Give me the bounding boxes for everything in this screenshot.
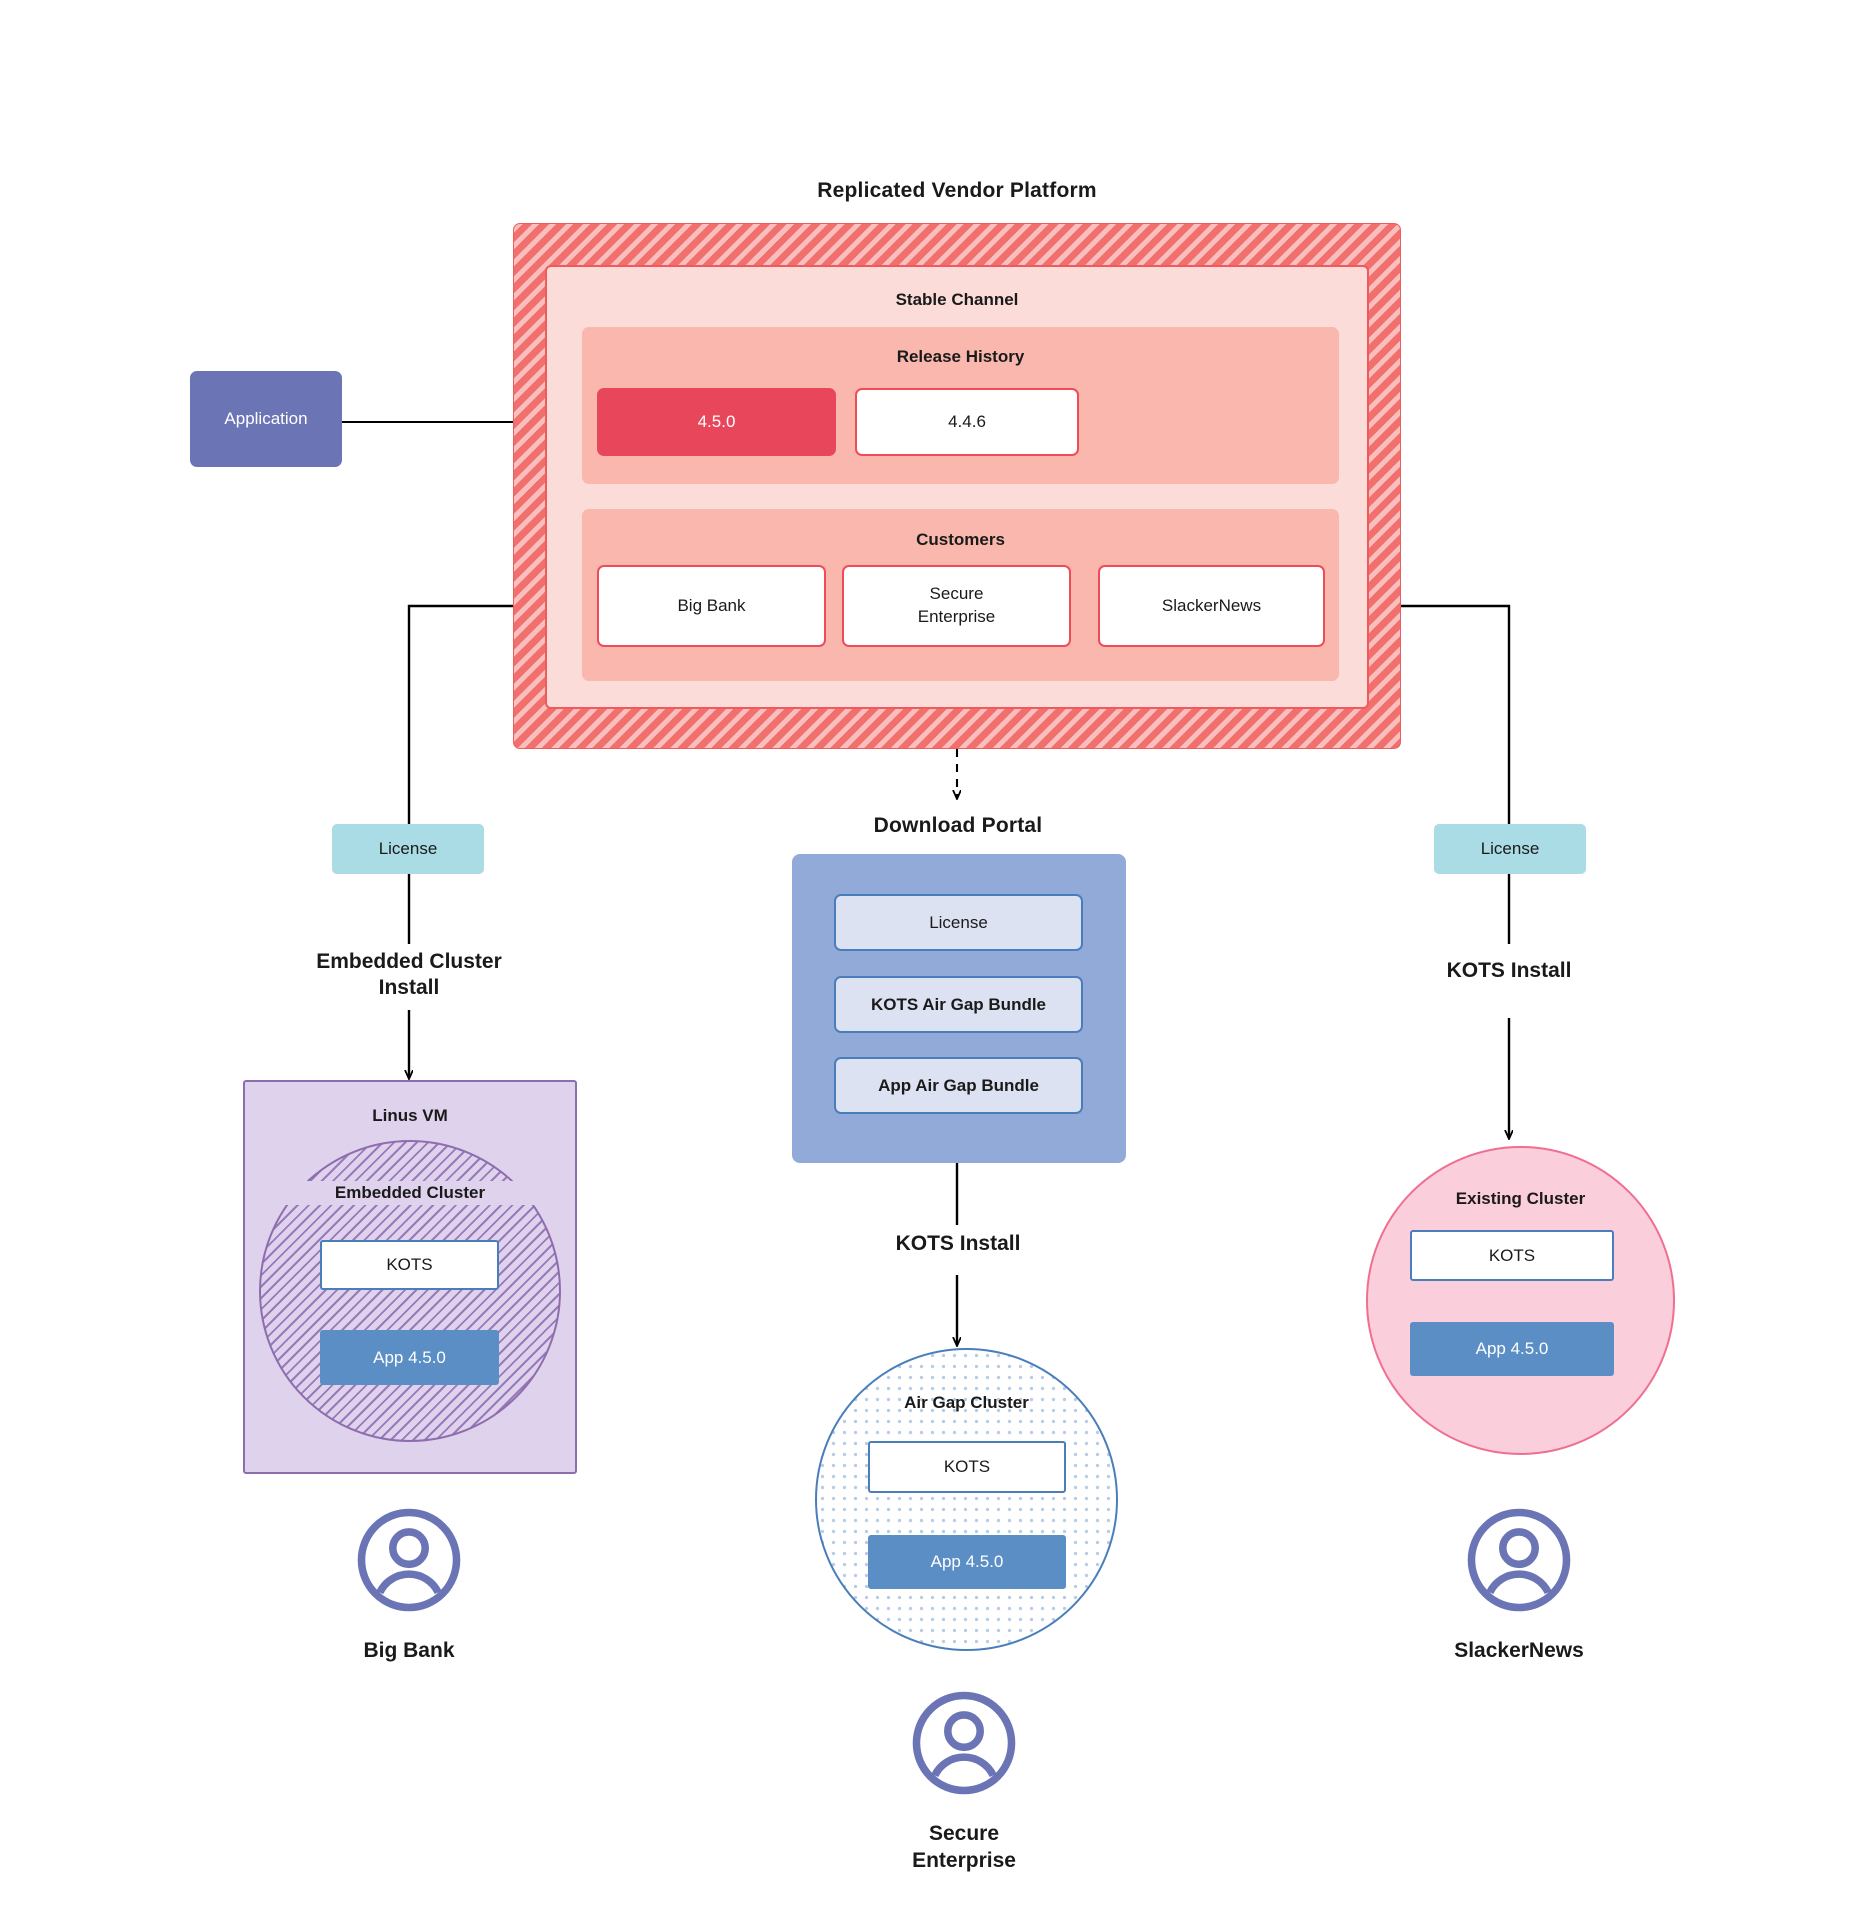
license-pill-right[interactable]: License [1434,824,1586,874]
install-label-kots-center: KOTS Install [895,1231,1021,1255]
existing-cluster-label: Existing Cluster [1455,1189,1586,1208]
embedded-cluster-label: Embedded Cluster [259,1181,561,1205]
end-user-label-slackernews: SlackerNews [1454,1639,1584,1662]
avatar-slackernews [1465,1506,1573,1614]
portal-item-license[interactable]: License [834,894,1083,951]
avatar-big-bank [355,1506,463,1614]
existing-cluster-circle [1366,1146,1675,1455]
app-box-existing[interactable]: App 4.5.0 [1410,1322,1614,1376]
air-gap-cluster-label: Air Gap Cluster [904,1393,1029,1412]
download-portal-title: Download Portal [873,814,1043,837]
avatar-secure-enterprise [910,1689,1018,1797]
kots-box-embedded[interactable]: KOTS [320,1240,499,1290]
app-box-embedded[interactable]: App 4.5.0 [320,1330,499,1385]
release-history-label: Release History [896,347,1025,366]
kots-box-airgap[interactable]: KOTS [868,1441,1066,1493]
customer-big-bank[interactable]: Big Bank [597,565,826,647]
install-label-embedded-cluster: Embedded Cluster Install [316,949,502,999]
kots-box-existing[interactable]: KOTS [1410,1230,1614,1281]
linux-vm-label: Linus VM [372,1106,448,1125]
customer-secure-enterprise[interactable]: Secure Enterprise [842,565,1071,647]
install-label-kots-right: KOTS Install [1446,958,1572,982]
air-gap-cluster-circle [815,1348,1118,1651]
portal-item-kots-air-gap-bundle[interactable]: KOTS Air Gap Bundle [834,976,1083,1033]
user-avatar-icon [357,1508,461,1612]
app-box-airgap[interactable]: App 4.5.0 [868,1535,1066,1589]
customers-label: Customers [916,530,1005,549]
user-avatar-icon [1467,1508,1571,1612]
customer-slackernews[interactable]: SlackerNews [1098,565,1325,647]
application-node[interactable]: Application [190,371,342,467]
platform-title: Replicated Vendor Platform [817,179,1097,202]
end-user-label-secure-enterprise: Secure Enterprise [912,1822,1016,1873]
release-item-previous[interactable]: 4.4.6 [855,388,1079,456]
release-item-current[interactable]: 4.5.0 [597,388,836,456]
user-avatar-icon [912,1691,1016,1795]
end-user-label-big-bank: Big Bank [363,1639,455,1662]
license-pill-left[interactable]: License [332,824,484,874]
stable-channel-label: Stable Channel [895,290,1019,309]
portal-item-app-air-gap-bundle[interactable]: App Air Gap Bundle [834,1057,1083,1114]
